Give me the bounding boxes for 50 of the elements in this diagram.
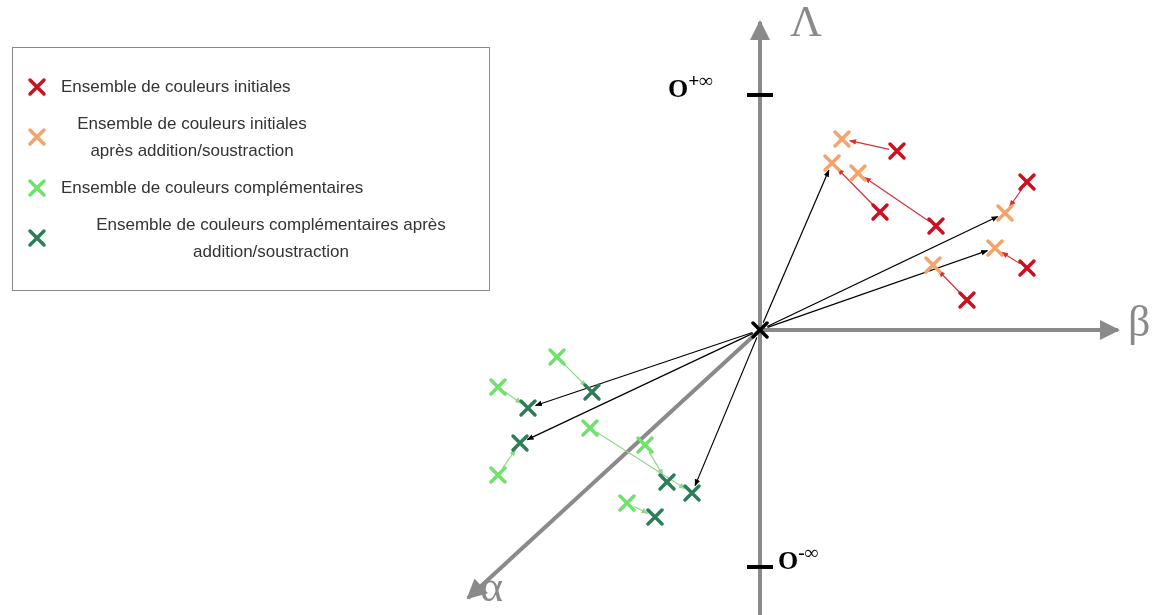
arrow [633,505,649,514]
cross-marker [1017,258,1037,278]
cross-marker [985,238,1005,258]
cross-marker [1017,172,1037,192]
legend-text: Ensemble de couleurs complémentaires [61,177,364,199]
arrow [1009,187,1023,208]
arrow [562,362,587,387]
arrow [534,331,753,407]
arrow [694,336,758,487]
cross-marker [957,290,977,310]
axis-label: β [1128,300,1151,344]
cross-marker [645,507,665,527]
arrow [596,431,686,490]
arrow [766,215,999,328]
cross-marker [995,203,1015,223]
cross-marker [848,163,868,183]
arrow [526,332,754,441]
legend-text: Ensemble de couleurs complémentaires après addition/soustraction [95,214,447,263]
legend-text: Ensemble de couleurs initiales après addition/soustraction [76,113,308,162]
cross-marker [617,493,637,513]
cross-marker [887,141,907,161]
cross-marker [870,202,890,222]
arrow [766,250,989,328]
cross-marker [822,153,842,173]
arrow [648,451,664,476]
cross-marker [926,216,946,236]
cross-marker [488,377,508,397]
arrow [501,449,517,469]
cross-marker [657,472,677,492]
cross-marker [580,418,600,438]
arrow [762,169,830,324]
cross-marker [488,465,508,485]
arrow [849,139,890,150]
cross-marker [635,435,655,455]
cross-marker [582,382,602,402]
arrow [1001,251,1021,265]
cross-marker [510,433,530,453]
legend-text: Ensemble de couleurs initiales [61,76,291,98]
cross-marker [682,483,702,503]
axis-label: Λ [790,0,822,44]
arrow [864,176,930,223]
cross-marker [518,398,538,418]
arrow [503,391,523,404]
cross-marker [547,347,567,367]
arrow [837,168,875,207]
tick-label: O$^{+∞}$ [668,76,714,102]
cross-marker [923,255,943,275]
tick-label: O$^{-∞}$ [778,548,819,574]
cross-marker [750,320,770,340]
cross-marker [832,129,852,149]
